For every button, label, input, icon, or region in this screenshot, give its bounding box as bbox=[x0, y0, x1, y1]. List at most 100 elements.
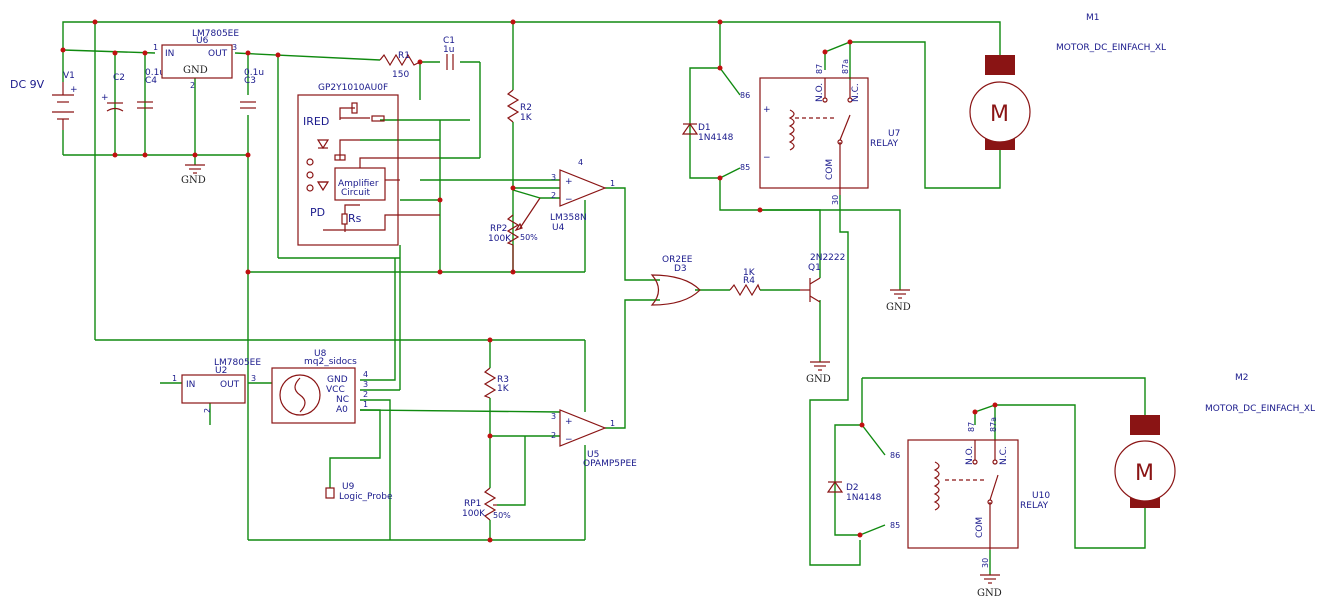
opamp-u5: + − 3 2 1 U5 OPAMP5PEE bbox=[551, 409, 637, 469]
svg-text:1K: 1K bbox=[743, 268, 756, 278]
svg-text:Amplifier: Amplifier bbox=[338, 179, 379, 189]
svg-text:RP1: RP1 bbox=[464, 499, 481, 509]
svg-text:R2: R2 bbox=[520, 103, 532, 113]
svg-text:100K: 100K bbox=[488, 234, 512, 244]
capacitor-c2: C2 + bbox=[101, 73, 125, 112]
svg-text:1K: 1K bbox=[520, 113, 533, 123]
resistor-r3: R3 1K bbox=[483, 367, 510, 399]
svg-text:30: 30 bbox=[831, 195, 840, 205]
svg-text:0.1u: 0.1u bbox=[244, 68, 264, 78]
svg-text:1N4148: 1N4148 bbox=[846, 493, 882, 503]
svg-text:1: 1 bbox=[610, 419, 615, 428]
svg-text:R1: R1 bbox=[398, 51, 410, 61]
svg-text:1: 1 bbox=[153, 43, 158, 52]
gnd-symbol-4: GND bbox=[977, 574, 1002, 599]
svg-text:U10: U10 bbox=[1032, 491, 1050, 501]
svg-text:−: − bbox=[763, 153, 771, 163]
svg-text:M2: M2 bbox=[1235, 373, 1249, 383]
svg-text:1: 1 bbox=[172, 374, 177, 383]
regulator-u2: LM7805EE U2 IN OUT 1 3 2 bbox=[172, 358, 261, 413]
svg-text:D3: D3 bbox=[674, 264, 687, 274]
svg-text:Q1: Q1 bbox=[808, 263, 821, 273]
svg-text:LM358N: LM358N bbox=[550, 213, 587, 223]
svg-text:85: 85 bbox=[890, 521, 900, 530]
svg-text:+: + bbox=[565, 417, 573, 427]
svg-text:C1: C1 bbox=[443, 36, 455, 46]
svg-text:N.C.: N.C. bbox=[999, 446, 1009, 465]
svg-text:U9: U9 bbox=[342, 482, 355, 492]
svg-text:M: M bbox=[1135, 461, 1154, 486]
svg-text:2: 2 bbox=[203, 408, 212, 413]
svg-text:3: 3 bbox=[251, 374, 256, 383]
capacitor-c3: 0.1u C3 bbox=[240, 68, 264, 109]
svg-text:U8: U8 bbox=[314, 349, 327, 359]
svg-text:87a: 87a bbox=[989, 417, 998, 432]
svg-text:Circuit: Circuit bbox=[341, 188, 370, 198]
svg-text:2: 2 bbox=[190, 81, 195, 90]
svg-text:50%: 50% bbox=[520, 233, 538, 242]
svg-text:2: 2 bbox=[551, 191, 556, 200]
svg-text:OUT: OUT bbox=[208, 49, 228, 59]
svg-text:3: 3 bbox=[232, 43, 237, 52]
svg-text:3: 3 bbox=[551, 173, 556, 182]
or-gate-d3: OR2EE D3 bbox=[650, 255, 701, 306]
svg-text:+: + bbox=[565, 177, 573, 187]
svg-text:D2: D2 bbox=[846, 483, 859, 493]
svg-text:1: 1 bbox=[610, 179, 615, 188]
svg-text:+: + bbox=[763, 105, 771, 115]
svg-text:−: − bbox=[565, 435, 573, 445]
svg-text:87: 87 bbox=[967, 422, 976, 432]
gnd-symbol-3: GND bbox=[806, 361, 831, 385]
svg-text:2N2222: 2N2222 bbox=[810, 253, 845, 263]
svg-text:N.C.: N.C. bbox=[851, 83, 861, 102]
svg-text:PD: PD bbox=[310, 206, 325, 219]
svg-text:50%: 50% bbox=[493, 511, 511, 520]
svg-text:87a: 87a bbox=[841, 59, 850, 74]
u6-name: LM7805EE bbox=[192, 29, 239, 39]
v1-label: V1 bbox=[63, 71, 75, 81]
svg-text:U4: U4 bbox=[552, 223, 565, 233]
potentiometer-rp1: RP1 100K 50% bbox=[462, 487, 511, 521]
diode-d2: D2 1N4148 bbox=[826, 480, 882, 503]
svg-text:IN: IN bbox=[165, 49, 174, 59]
svg-text:N.O.: N.O. bbox=[965, 446, 975, 465]
svg-text:IN: IN bbox=[186, 380, 195, 390]
svg-text:GND: GND bbox=[977, 588, 1002, 599]
svg-text:Logic_Probe: Logic_Probe bbox=[339, 492, 393, 502]
relay-u7: 86 85 + − 87 87a N.O. N.C. COM 30 U7 REL… bbox=[740, 59, 900, 205]
svg-text:GND: GND bbox=[886, 302, 911, 313]
svg-text:U5: U5 bbox=[587, 450, 599, 460]
relay-u10: 86 85 87 87a N.O. N.C. COM 30 U10 RELAY bbox=[890, 417, 1050, 568]
logic-probe-u9: U9 Logic_Probe bbox=[325, 482, 393, 502]
svg-text:Rs: Rs bbox=[348, 212, 362, 225]
svg-text:COM: COM bbox=[825, 159, 835, 180]
svg-text:IRED: IRED bbox=[303, 115, 329, 128]
resistor-r1: R1 150 bbox=[379, 51, 421, 80]
transistor-q1: 2N2222 Q1 bbox=[800, 253, 845, 303]
svg-text:87: 87 bbox=[815, 64, 824, 74]
capacitor-c4: 0.1u C4 bbox=[137, 68, 165, 109]
svg-text:OR2EE: OR2EE bbox=[662, 255, 693, 265]
svg-text:U7: U7 bbox=[888, 129, 900, 139]
svg-text:N.O.: N.O. bbox=[815, 83, 825, 102]
svg-text:GND: GND bbox=[327, 375, 348, 385]
svg-text:mq2_sidocs: mq2_sidocs bbox=[304, 357, 357, 367]
svg-text:COM: COM bbox=[975, 517, 985, 538]
svg-text:MOTOR_DC_EINFACH_XL: MOTOR_DC_EINFACH_XL bbox=[1205, 404, 1315, 414]
svg-text:4: 4 bbox=[578, 158, 583, 167]
battery-v1: DC 9V V1 + bbox=[10, 71, 78, 130]
resistor-r4: 1K R4 bbox=[729, 268, 761, 297]
svg-text:GND: GND bbox=[181, 175, 206, 186]
svg-text:3: 3 bbox=[363, 380, 368, 389]
svg-text:RELAY: RELAY bbox=[870, 139, 899, 149]
gnd-symbol-1: GND bbox=[181, 164, 206, 186]
svg-text:86: 86 bbox=[740, 91, 750, 100]
svg-text:RELAY: RELAY bbox=[1020, 501, 1049, 511]
svg-text:VCC: VCC bbox=[326, 385, 345, 395]
svg-text:OUT: OUT bbox=[220, 380, 240, 390]
svg-text:86: 86 bbox=[890, 451, 900, 460]
svg-text:R3: R3 bbox=[497, 375, 509, 385]
svg-text:GND: GND bbox=[806, 374, 831, 385]
gas-sensor-u8: U8 mq2_sidocs GND VCC NC A0 4 3 2 1 bbox=[271, 349, 368, 424]
